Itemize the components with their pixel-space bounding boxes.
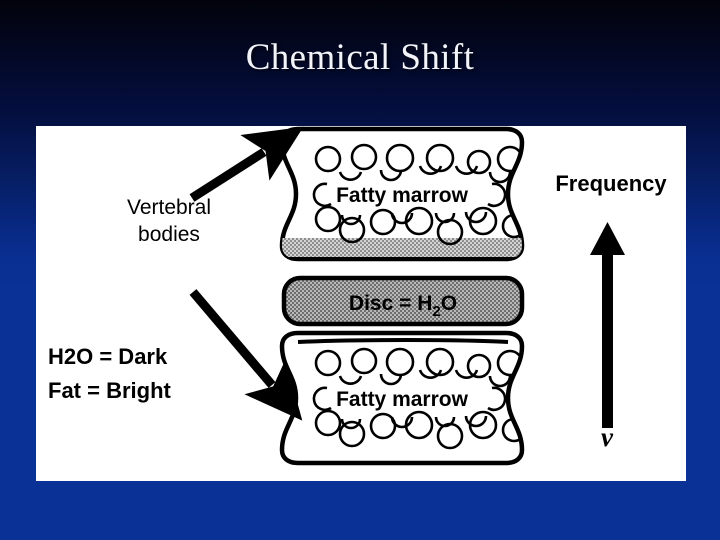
h2o-dark-label: H2O = Dark [48, 344, 168, 369]
disc-label-subscript: 2 [432, 303, 440, 320]
chemical-shift-diagram: Fatty marrow Disc = H2O [48, 126, 667, 466]
fat-bright-label: Fat = Bright [48, 378, 172, 403]
disc-label: Disc = H2O [349, 292, 457, 320]
frequency-arrow [590, 222, 625, 428]
vertebral-bodies-lower-arrow [189, 289, 303, 421]
upper-fat-globules [312, 143, 522, 246]
frequency-label: Frequency [555, 171, 667, 196]
lower-vertebral-body: Fatty marrow [279, 330, 525, 466]
upper-vertebral-body: Fatty marrow [279, 126, 525, 262]
disc-label-prefix: Disc = H [349, 292, 432, 315]
disc-label-suffix: O [441, 292, 457, 315]
vertebral-bodies-label-line2: bodies [138, 223, 200, 246]
vertebral-bodies-label-line1: Vertebral [127, 196, 211, 219]
nu-symbol: ν [601, 422, 614, 452]
lower-fat-globules [312, 347, 522, 450]
figure-panel: Fatty marrow Disc = H2O [36, 126, 686, 481]
lower-shift-line [297, 337, 509, 344]
upper-fatty-marrow-label: Fatty marrow [336, 184, 469, 207]
lower-fatty-marrow-label: Fatty marrow [336, 388, 469, 411]
intervertebral-disc: Disc = H2O [281, 275, 525, 327]
upper-shift-band [282, 233, 522, 257]
page-title: Chemical Shift [245, 37, 475, 78]
vertebral-bodies-upper-arrow [189, 126, 304, 202]
